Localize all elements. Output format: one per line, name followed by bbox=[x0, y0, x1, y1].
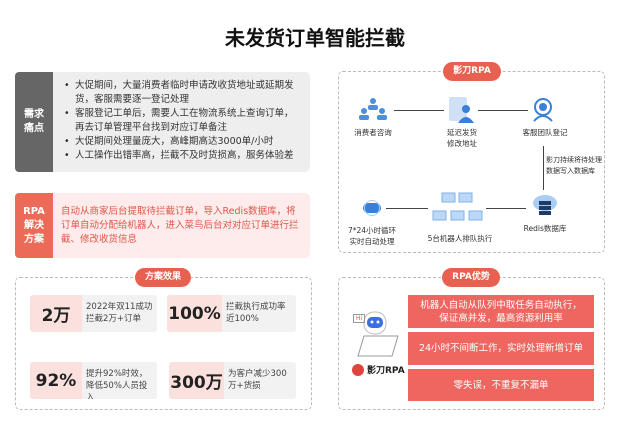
hi-bubble: Hi bbox=[353, 314, 366, 323]
advantage-item: 零失误，不重复不漏单 bbox=[408, 369, 594, 401]
arrow-icon bbox=[394, 110, 444, 111]
effect-number: 2万 bbox=[30, 295, 82, 332]
robot-illustration-icon bbox=[357, 311, 399, 357]
consumers-icon bbox=[359, 98, 387, 120]
loop-icon bbox=[363, 200, 381, 216]
pain-item: 人工操作出错率高，拦截不及时货损高，服务体验差 bbox=[61, 149, 302, 163]
advantage-item: 机器人自动从队列中取任务自动执行， 保证高并发，最高资源利用率 bbox=[408, 295, 594, 328]
brand-name: 影刀RPA bbox=[367, 366, 405, 376]
effect-card: 92%提升92%时效，降低50%人员投入 bbox=[30, 362, 157, 399]
loop-label: 7*24小时循环 实时自动处理 bbox=[347, 226, 397, 246]
effect-desc: 拦截执行成功率近100% bbox=[226, 302, 286, 324]
pain-label: 需求 痛点 bbox=[15, 72, 53, 172]
solution-text: 自动从商家后台提取待拦截订单，导入Redis数据库，将订单自动分配给机器人，进入… bbox=[53, 193, 310, 258]
page-title: 未发货订单智能拦截 bbox=[225, 26, 405, 50]
service-label: 客服团队登记 bbox=[522, 128, 568, 137]
write-label: 影刀持续将待处理 数据写入数据库 bbox=[546, 156, 602, 175]
pain-item: 大促期间，大量消费者临时申请改收货地址或延期发货，客服需要逐一登记处理 bbox=[61, 79, 302, 107]
robots-label: 5台机器人排队执行 bbox=[427, 234, 493, 243]
pain-item: 客服登记工单后，需要人工在物流系统上查询订单，再去订单管理平台找到对应订单备注 bbox=[61, 107, 302, 135]
effect-number: 100% bbox=[167, 295, 222, 332]
consumer-label: 消费者咨询 bbox=[354, 128, 392, 137]
effect-card: 300万为客户减少300万+货损 bbox=[169, 362, 296, 399]
pain-points: 大促期间，大量消费者临时申请改收货地址或延期发货，客服需要逐一登记处理 客服登记… bbox=[53, 72, 310, 172]
customer-service-icon bbox=[533, 98, 553, 122]
arrow-icon bbox=[386, 208, 428, 209]
effects-title: 方案效果 bbox=[135, 268, 191, 287]
effect-number: 300万 bbox=[169, 362, 224, 399]
arrow-icon bbox=[478, 110, 528, 111]
arrow-icon bbox=[543, 146, 544, 190]
pain-item: 大促期间处理量庞大，高峰期高达3000单/小时 bbox=[61, 135, 302, 149]
solution-label: RPA 解决 方案 bbox=[15, 193, 53, 258]
delay-label: 延迟发货 修改地址 bbox=[447, 128, 477, 148]
advantages-title: RPA优势 bbox=[442, 268, 500, 287]
redis-label: Redis数据库 bbox=[523, 224, 567, 233]
effect-desc: 2022年双11成功拦截2万+订单 bbox=[86, 302, 153, 324]
arrow-icon bbox=[486, 208, 526, 209]
brand-logo-icon bbox=[352, 364, 364, 376]
database-icon bbox=[533, 195, 557, 215]
robots-icon bbox=[432, 192, 483, 221]
advantage-item: 24小时不间断工作，实时处理新增订单 bbox=[408, 332, 594, 365]
effect-card: 100%拦截执行成功率近100% bbox=[167, 295, 296, 332]
flow-title: 影刀RPA bbox=[443, 62, 501, 81]
effect-desc: 为客户减少300万+货损 bbox=[228, 369, 287, 391]
effect-desc: 提升92%时效，降低50%人员投入 bbox=[86, 369, 148, 399]
effect-number: 92% bbox=[30, 362, 82, 399]
document-user-icon bbox=[449, 97, 474, 123]
